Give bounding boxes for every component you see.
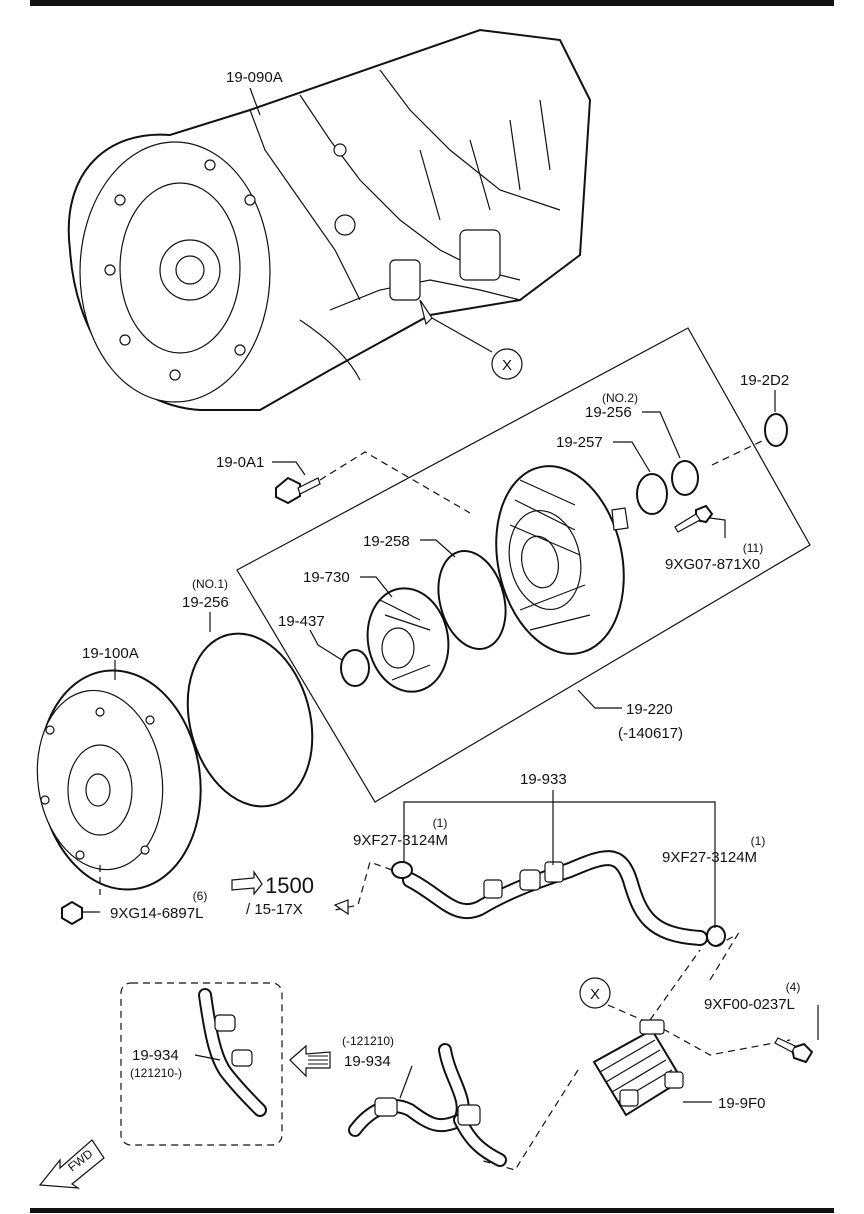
top-border [30, 0, 834, 6]
ring-19-258[interactable] [428, 543, 516, 656]
label-clamp-left-qty: (1) [433, 816, 448, 830]
bolt-19-0a1[interactable] [272, 451, 471, 514]
nut-9xg14[interactable] [61, 900, 100, 926]
oil-cooler-hose-19-933[interactable] [402, 850, 708, 946]
label-nut: 9XG14-6897L [110, 905, 203, 922]
label-converter: 19-100A [82, 645, 139, 662]
oil-pipe-new-19-934[interactable] [194, 988, 267, 1117]
marker-x-upper: X [431, 317, 523, 380]
seal-19-437[interactable] [340, 649, 370, 687]
hose-clamp-left[interactable] [391, 861, 413, 879]
label-oring-no1: 19-256 [182, 594, 229, 611]
label-pipe-new: 19-934 [132, 1047, 179, 1064]
label-clamp-right-qty: (1) [751, 834, 766, 848]
transmission-case-drawing[interactable] [67, 28, 592, 411]
label-bolt-9xf00: 9XF00-0237L [704, 996, 795, 1013]
label-clamp-right: 9XF27-3124M [662, 849, 757, 866]
bottom-border [30, 1208, 834, 1213]
label-pump-assy: 19-220 [626, 701, 673, 718]
label-pipe-old: 19-934 [344, 1053, 391, 1070]
ring-19-2d2[interactable] [764, 413, 788, 447]
label-pipe-new-range: (121210-) [130, 1066, 182, 1080]
oring-no2[interactable] [671, 460, 699, 496]
marker-x-lower: X [579, 977, 791, 1056]
label-oring-no1-tag: (NO.1) [192, 577, 228, 591]
superseded-part-box [120, 982, 283, 1146]
label-cooler: 19-9F0 [718, 1095, 766, 1112]
label-seal-257: 19-257 [556, 434, 603, 451]
label-bolt-9xg07: 9XG07-871X0 [665, 556, 760, 573]
label-pump-730: 19-730 [303, 569, 350, 586]
label-ring-2d2: 19-2D2 [740, 372, 789, 389]
svg-text:X: X [502, 357, 512, 374]
label-seal-437: 19-437 [278, 613, 325, 630]
label-bolt-9xf00-qty: (4) [786, 980, 801, 994]
label-ref-sub: / 15-17X [246, 901, 303, 918]
label-bolt-9xg07-qty: (11) [743, 541, 763, 555]
pump-assembly-outline [236, 327, 811, 803]
oring-no1[interactable] [169, 619, 330, 820]
label-bolt-a1: 19-0A1 [216, 454, 264, 471]
svg-text:X: X [590, 986, 600, 1003]
oil-pipe-old-19-934[interactable] [348, 1043, 507, 1167]
fwd-direction-icon: FWD [38, 1139, 105, 1189]
label-ref-group: 1500 [265, 873, 314, 898]
label-pipe-old-range: (-121210) [342, 1034, 394, 1048]
label-oring-no2: 19-256 [585, 404, 632, 421]
replacement-arrow-icon [289, 1044, 331, 1078]
bolt-9xg07[interactable] [674, 504, 726, 538]
label-oring-no2-tag: (NO.2) [602, 391, 638, 405]
oil-cooler-19-9f0[interactable] [592, 1019, 712, 1117]
label-clamp-left: 9XF27-3124M [353, 832, 448, 849]
label-nut-qty: (6) [193, 889, 208, 903]
label-ring-258: 19-258 [363, 533, 410, 550]
label-pump-assy-range: (-140617) [618, 725, 683, 742]
label-hose: 19-933 [520, 771, 567, 788]
pump-body-19-730[interactable] [360, 576, 457, 698]
torque-converter[interactable] [25, 660, 214, 900]
reference-arrow-icon [231, 870, 263, 896]
seal-19-257[interactable] [636, 473, 668, 515]
oil-pump-housing[interactable] [480, 454, 641, 666]
bolt-9xf00[interactable] [774, 1005, 819, 1064]
label-case: 19-090A [226, 69, 283, 86]
